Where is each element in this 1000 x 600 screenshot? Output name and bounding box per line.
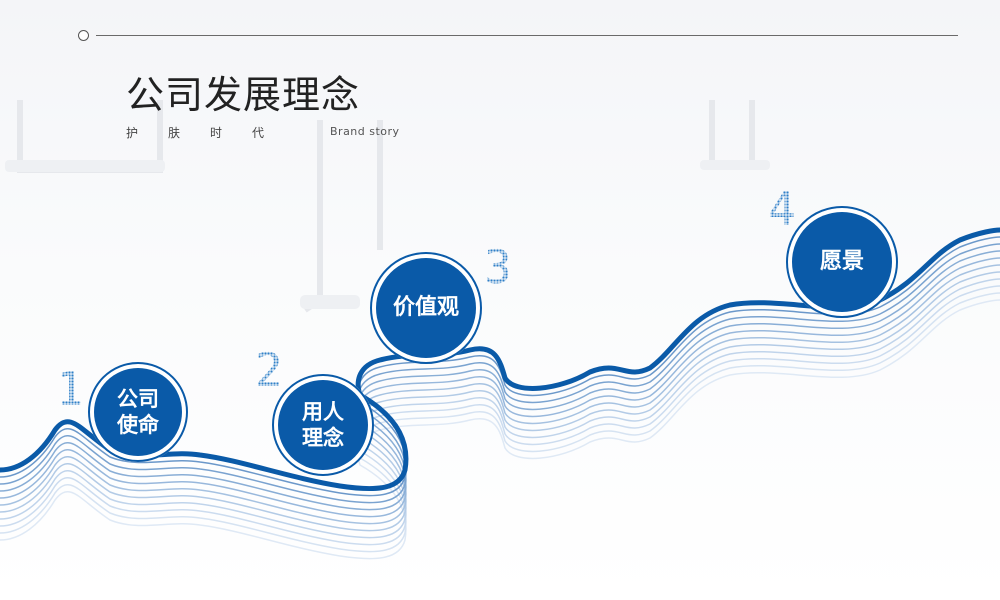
step-circle-2[interactable]: 用人 理念 bbox=[272, 374, 374, 476]
top-divider-dot bbox=[78, 30, 89, 41]
step-number-1: 1 bbox=[56, 362, 84, 416]
step-number-2: 2 bbox=[255, 343, 283, 397]
page-subtitle-en: Brand story bbox=[330, 125, 400, 138]
page-title: 公司发展理念 bbox=[126, 73, 361, 117]
top-divider-line bbox=[96, 35, 958, 36]
page-subtitle-cn: 护肤时代 bbox=[126, 126, 295, 140]
step-number-3: 3 bbox=[484, 240, 512, 294]
step-circle-4[interactable]: 愿景 bbox=[786, 206, 898, 318]
step-number-4: 4 bbox=[768, 182, 796, 236]
step-circle-1[interactable]: 公司 使命 bbox=[88, 362, 188, 462]
step-circle-3[interactable]: 价值观 bbox=[370, 252, 482, 364]
